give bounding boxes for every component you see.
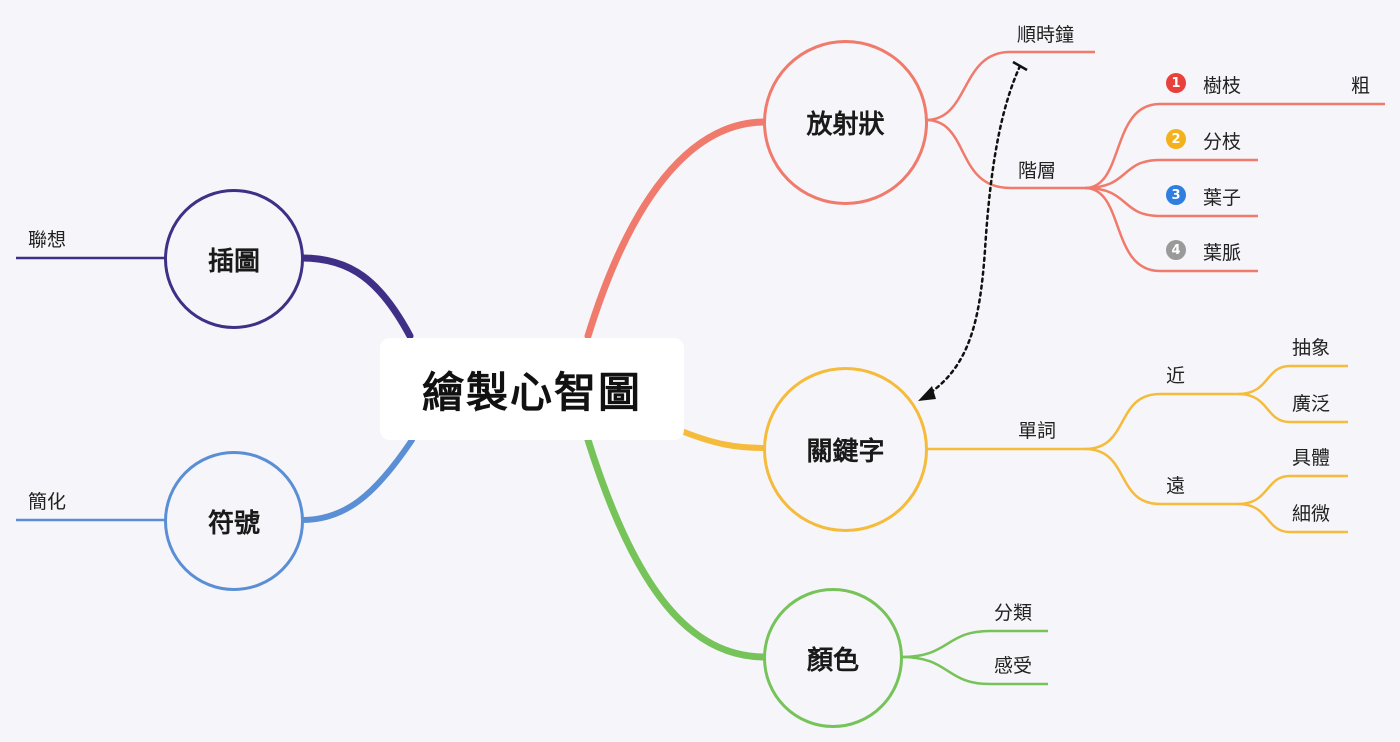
node-symbol[interactable]: 符號 xyxy=(164,451,304,591)
label-near[interactable]: 近 xyxy=(1166,365,1186,387)
color-sub-branches xyxy=(901,629,1048,686)
radial-sub-branches xyxy=(925,50,1385,273)
branch-symbol xyxy=(299,437,415,523)
branch-keyword xyxy=(681,429,768,451)
relationship-arrow xyxy=(918,60,1028,401)
branch-illustration xyxy=(298,254,414,340)
label-abstract[interactable]: 抽象 xyxy=(1292,337,1331,359)
label-concrete[interactable]: 具體 xyxy=(1292,447,1331,469)
node-illustration[interactable]: 插圖 xyxy=(164,189,304,329)
label-clockwise[interactable]: 順時鐘 xyxy=(1017,24,1075,46)
branch-radial xyxy=(584,118,769,340)
label-simplify[interactable]: 簡化 xyxy=(28,491,67,513)
label-feeling[interactable]: 感受 xyxy=(994,655,1033,677)
label-broad[interactable]: 廣泛 xyxy=(1292,393,1331,415)
label-branch[interactable]: 樹枝 xyxy=(1203,75,1242,97)
label-detailed[interactable]: 細微 xyxy=(1292,503,1331,525)
number-2-icon: 2 xyxy=(1166,129,1186,149)
label-hierarchy[interactable]: 階層 xyxy=(1018,160,1057,182)
label-classify[interactable]: 分類 xyxy=(994,602,1033,624)
label-thick[interactable]: 粗 xyxy=(1351,75,1371,97)
central-topic[interactable]: 繪製心智圖 xyxy=(380,338,684,440)
label-association[interactable]: 聯想 xyxy=(28,229,67,251)
label-leaf[interactable]: 葉子 xyxy=(1203,187,1242,209)
number-3-icon: 3 xyxy=(1166,185,1186,205)
label-far[interactable]: 遠 xyxy=(1166,475,1186,497)
number-1-icon: 1 xyxy=(1166,73,1186,93)
label-sub-branch[interactable]: 分枝 xyxy=(1203,131,1242,153)
keyword-sub-branches xyxy=(926,364,1348,534)
node-color[interactable]: 顏色 xyxy=(763,588,903,728)
label-word[interactable]: 單詞 xyxy=(1018,420,1057,442)
number-4-icon: 4 xyxy=(1166,240,1186,260)
node-radial[interactable]: 放射狀 xyxy=(763,40,928,205)
node-keyword[interactable]: 關鍵字 xyxy=(763,367,928,532)
label-vein[interactable]: 葉脈 xyxy=(1203,242,1242,264)
branch-color xyxy=(584,436,769,661)
